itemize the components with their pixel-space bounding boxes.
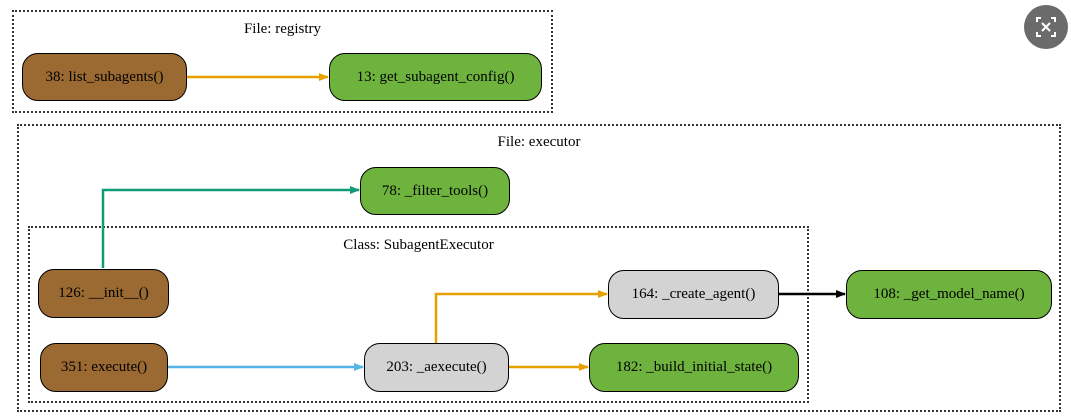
node-execute[interactable]: 351: execute() [40,343,168,392]
node-create-agent[interactable]: 164: _create_agent() [608,270,779,319]
screenshot-close-icon [1036,17,1056,37]
cluster-label-registry: File: registry [243,21,322,37]
node-build-initial-state[interactable]: 182: _build_initial_state() [589,343,799,392]
node-init[interactable]: 126: __init__() [38,269,169,318]
cluster-file-registry: File: registry [12,10,553,113]
cluster-label-subagent-executor: Class: SubagentExecutor [343,237,494,253]
edge-init-to-filter-tools [101,186,360,268]
edge-aexecute-to-create-agent [434,290,608,343]
node-aexecute[interactable]: 203: _aexecute() [364,343,509,392]
cluster-label-executor: File: executor [497,134,581,150]
node-get-subagent-config[interactable]: 13: get_subagent_config() [329,53,542,101]
node-get-model-name[interactable]: 108: _get_model_name() [846,270,1052,319]
close-button[interactable] [1024,5,1068,49]
cluster-class-subagent-executor: Class: SubagentExecutor [28,226,809,403]
node-list-subagents[interactable]: 38: list_subagents() [22,53,187,101]
cluster-file-executor: File: executor [17,124,1061,412]
node-filter-tools[interactable]: 78: _filter_tools() [360,167,510,215]
